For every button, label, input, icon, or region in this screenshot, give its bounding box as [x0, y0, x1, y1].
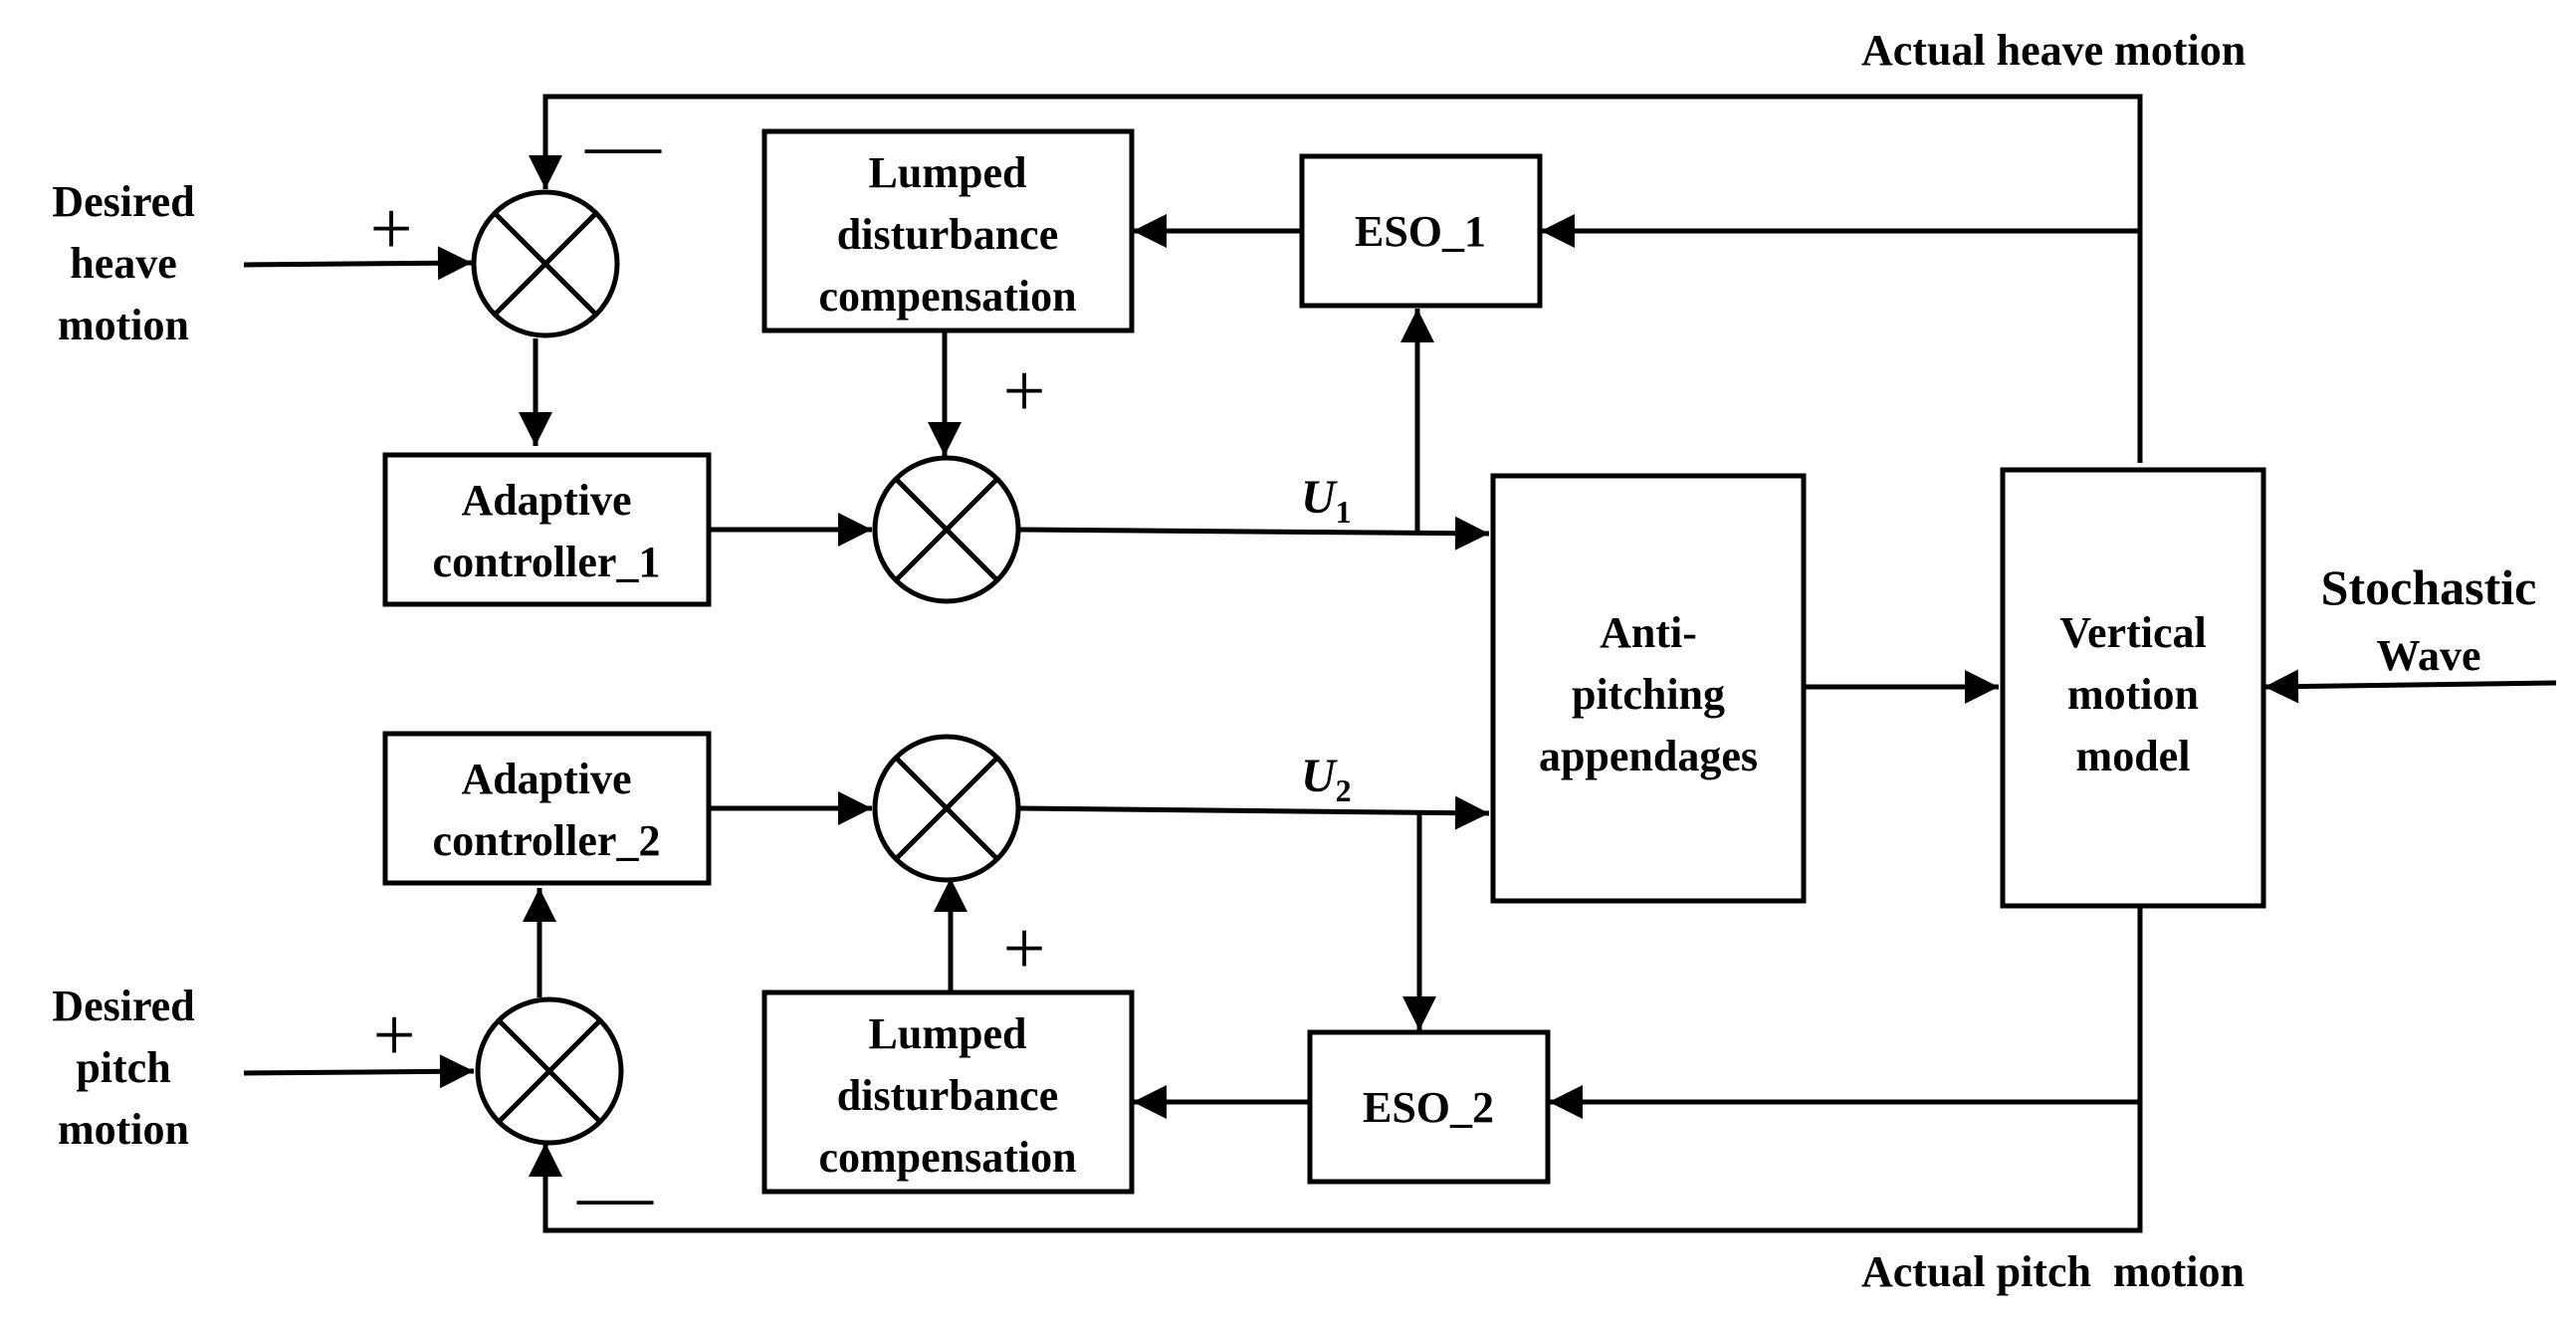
- desired-pitch-line-1: Desired: [52, 982, 194, 1030]
- u1-line: [1019, 516, 1490, 550]
- pitch-minus-sign: —: [576, 1154, 654, 1237]
- wave-label: Wave: [2376, 631, 2480, 680]
- adaptive-controller-2: Adaptive controller_2: [382, 731, 712, 886]
- actual-heave-motion-label: Actual heave motion: [1861, 26, 2246, 75]
- u1-label: U1: [1301, 471, 1352, 530]
- eso1-label: ESO_1: [1355, 207, 1486, 256]
- stochastic-label: Stochastic: [2321, 559, 2537, 615]
- sum-junction-u2: [872, 734, 1021, 883]
- heave-minus-sign: —: [584, 103, 662, 186]
- u2-line: [1019, 795, 1490, 830]
- heave-feedback-line: [529, 94, 2143, 463]
- u2-sub: 2: [1336, 772, 1352, 808]
- desired-heave-line-2: heave: [70, 239, 177, 288]
- lumped2-line-2: disturbance: [837, 1071, 1058, 1120]
- vertical-model-line-1: Vertical: [2059, 608, 2206, 657]
- desired-pitch-line-3: motion: [58, 1105, 189, 1154]
- lumped-disturbance-compensation-1: Lumped disturbance compensation: [761, 128, 1135, 333]
- controller2-line-1: Adaptive: [461, 755, 631, 803]
- pitch-plus-sign: +: [373, 993, 416, 1077]
- heave-plus-sign: +: [370, 187, 413, 271]
- desired-pitch-line-2: pitch: [76, 1043, 170, 1092]
- sum-junction-pitch: [475, 996, 624, 1146]
- anti-pitching-line-2: pitching: [1572, 670, 1725, 719]
- vertical-model-line-3: model: [2076, 732, 2191, 780]
- desired-heave-line-3: motion: [58, 301, 189, 349]
- eso-2-block: ESO_2: [1307, 1029, 1551, 1185]
- lumped1-line-3: compensation: [818, 272, 1076, 321]
- u2-plus-sign: +: [1003, 907, 1046, 990]
- u1-plus-sign: +: [1003, 349, 1046, 433]
- pitch-feedback-line: [529, 908, 2143, 1233]
- vertical-motion-model-block: Vertical motion model: [2000, 467, 2266, 909]
- controller1-line-1: Adaptive: [461, 476, 631, 525]
- controller2-line-2: controller_2: [433, 816, 661, 865]
- actual-pitch-motion-label: Actual pitch motion: [1861, 1247, 2245, 1296]
- sum-junction-heave: [471, 189, 620, 338]
- wave-input-arrow: [2263, 669, 2557, 704]
- eso-1-block: ESO_1: [1299, 153, 1543, 309]
- adaptive-controller-1: Adaptive controller_1: [382, 452, 712, 607]
- sum-junction-u1: [872, 455, 1021, 604]
- u2-label: U2: [1301, 750, 1352, 808]
- lumped2-line-3: compensation: [818, 1133, 1076, 1182]
- controller1-line-2: controller_1: [433, 538, 661, 586]
- lumped-disturbance-compensation-2: Lumped disturbance compensation: [761, 989, 1135, 1195]
- desired-heave-arrow: [243, 246, 473, 281]
- lumped2-line-1: Lumped: [869, 1009, 1027, 1058]
- lumped1-line-1: Lumped: [869, 148, 1027, 197]
- desired-heave-line-1: Desired: [52, 177, 194, 226]
- u1-var: U: [1301, 471, 1338, 524]
- eso2-label: ESO_2: [1363, 1083, 1494, 1132]
- lumped1-line-2: disturbance: [837, 210, 1058, 259]
- u2-var: U: [1301, 750, 1338, 802]
- vertical-model-line-2: motion: [2067, 670, 2199, 719]
- anti-pitching-line-1: Anti-: [1600, 608, 1697, 657]
- u1-sub: 1: [1336, 494, 1352, 530]
- desired-pitch-arrow: [243, 1054, 475, 1089]
- anti-pitching-appendages-block: Anti- pitching appendages: [1490, 473, 1807, 904]
- anti-pitching-line-3: appendages: [1539, 732, 1758, 780]
